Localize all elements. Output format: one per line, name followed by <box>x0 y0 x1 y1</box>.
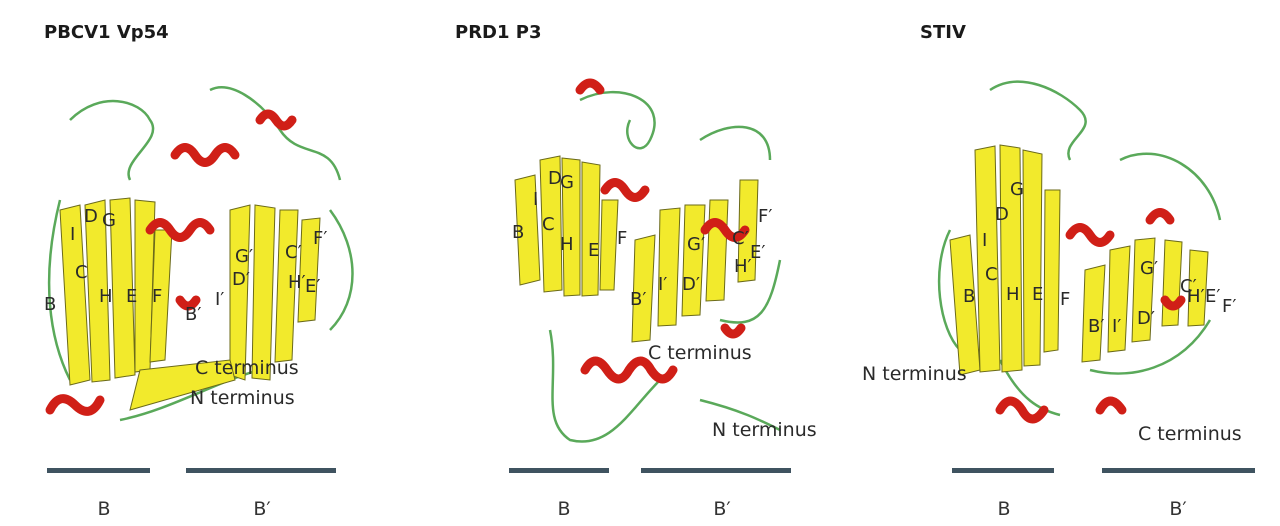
panel-pbcv1-vp54: PBCV1 Vp54 B I C D G H E F B′ I′ <box>0 0 420 526</box>
strand-label-c-prime: C′ <box>285 242 302 263</box>
strand-label-e: E <box>1032 284 1043 305</box>
strand-label-h-prime: H′ <box>288 272 306 293</box>
panel-title: PBCV1 Vp54 <box>44 22 169 43</box>
strand-label-g: G <box>1010 179 1024 200</box>
domain-label-b-prime: B′ <box>713 498 731 520</box>
n-terminus-label: N terminus <box>862 363 967 385</box>
protein-structure-pbcv1: B I C D G H E F B′ I′ D′ G′ C′ H′ E′ F′ … <box>44 86 354 422</box>
strand-label-h: H <box>560 234 574 255</box>
n-terminus-label: N terminus <box>190 387 295 409</box>
domain-bar-b-prime <box>186 468 336 473</box>
strand-label-e: E <box>126 286 137 307</box>
strand-label-d-prime: D′ <box>682 274 700 295</box>
strand-label-h-prime: H′ <box>1187 286 1205 307</box>
panel-title: STIV <box>920 22 966 43</box>
strand-label-b-prime: B′ <box>1088 316 1104 337</box>
strand-label-i: I <box>70 224 75 245</box>
strand-label-g: G <box>102 210 116 231</box>
strand-label-d: D <box>548 168 562 189</box>
domain-label-b-prime: B′ <box>1169 498 1187 520</box>
strand-label-f: F <box>152 286 162 307</box>
c-terminus-label: C terminus <box>1138 423 1242 445</box>
protein-structure-prd1: B I C D G H E F B′ I′ D′ G′ C′ H′ E′ F′ … <box>512 78 817 443</box>
strand-label-f: F <box>617 228 627 249</box>
strand-label-d: D <box>84 206 98 227</box>
domain-bar-b <box>47 468 150 473</box>
strand-label-i-prime: I′ <box>1112 316 1121 337</box>
panel-stiv: STIV B I C D G H E F B′ I′ D′ G′ <box>860 0 1280 526</box>
domain-label-b: B <box>557 498 571 520</box>
strand-label-b: B <box>512 222 524 243</box>
strand-label-b-prime: B′ <box>185 304 201 325</box>
strand-label-c: C <box>75 262 88 283</box>
strand-label-i: I <box>982 230 987 251</box>
strand-label-e: E <box>588 240 599 261</box>
domain-label-b: B <box>97 498 111 520</box>
strand-label-c-prime: C′ <box>1180 276 1197 297</box>
strand-label-f-prime: F′ <box>758 206 772 227</box>
domain-bar-b-prime <box>641 468 791 473</box>
strand-label-f-prime: F′ <box>313 228 327 249</box>
strand-label-c: C <box>542 214 555 235</box>
panel-title: PRD1 P3 <box>455 22 542 43</box>
domain-label-b-prime: B′ <box>253 498 271 520</box>
strand-label-b-prime: B′ <box>630 289 646 310</box>
strand-label-g-prime: G′ <box>1140 258 1158 279</box>
strand-label-g: G <box>560 172 574 193</box>
strand-label-c-prime: C′ <box>732 228 749 249</box>
strand-label-i-prime: I′ <box>658 274 667 295</box>
strand-label-e-prime: E′ <box>305 276 320 297</box>
domain-bar-b <box>509 468 609 473</box>
c-terminus-label: C terminus <box>648 342 752 364</box>
domain-bar-b-prime <box>1102 468 1255 473</box>
strand-label-b: B <box>963 286 975 307</box>
strand-label-i-prime: I′ <box>215 289 224 310</box>
domain-bar-b <box>952 468 1054 473</box>
strand-label-h: H <box>1006 284 1020 305</box>
strand-label-d-prime: D′ <box>232 269 250 290</box>
strand-label-c: C <box>985 264 998 285</box>
strand-label-f-prime: F′ <box>1222 296 1236 317</box>
strand-label-e-prime: E′ <box>750 242 765 263</box>
protein-structure-stiv: B I C D G H E F B′ I′ D′ G′ C′ H′ E′ F′ … <box>862 80 1242 445</box>
strand-label-i: I <box>533 189 538 210</box>
strand-label-h: H <box>99 286 113 307</box>
strand-label-d-prime: D′ <box>1137 308 1155 329</box>
strand-label-f: F <box>1060 289 1070 310</box>
domain-label-b: B <box>997 498 1011 520</box>
strand-label-h-prime: H′ <box>734 256 752 277</box>
strand-label-e-prime: E′ <box>1205 286 1220 307</box>
strand-label-d: D <box>995 204 1009 225</box>
panel-prd1-p3: PRD1 P3 B I C D G H E F B′ I′ D′ <box>420 0 860 526</box>
n-terminus-label: N terminus <box>712 419 817 441</box>
c-terminus-label: C terminus <box>195 357 299 379</box>
strand-label-g-prime: G′ <box>687 234 705 255</box>
strand-label-g-prime: G′ <box>235 246 253 267</box>
strand-label-b: B <box>44 294 56 315</box>
